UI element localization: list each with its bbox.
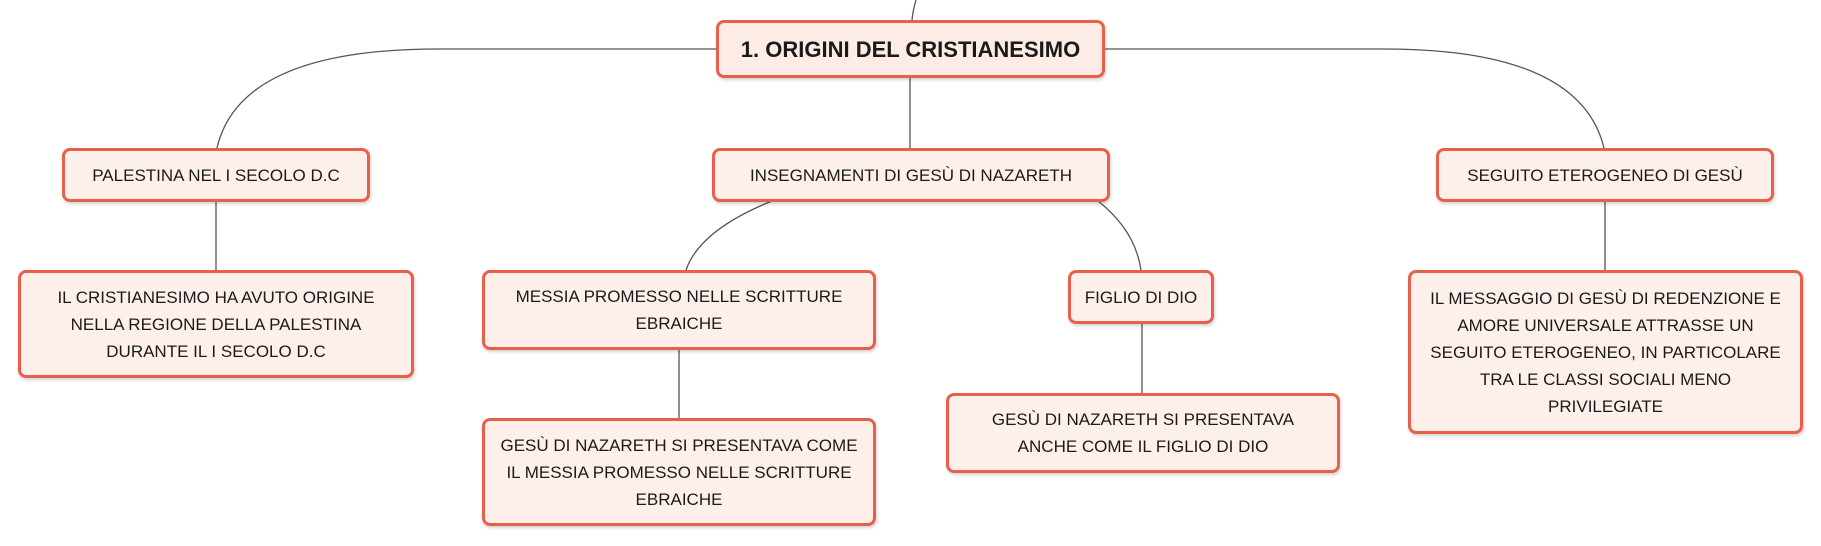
seguito-detail[interactable]: IL MESSAGGIO DI GESÙ DI REDENZIONE E AMO…	[1408, 270, 1803, 434]
branch-seguito[interactable]: SEGUITO ETEROGENEO DI GESÙ	[1436, 148, 1774, 202]
branch-palestina-label: PALESTINA NEL I SECOLO D.C	[92, 165, 340, 185]
seguito-detail-text: IL MESSAGGIO DI GESÙ DI REDENZIONE E AMO…	[1430, 288, 1781, 416]
root-node-label: 1. ORIGINI DEL CRISTIANESIMO	[740, 36, 1081, 62]
connector-incoming-to-root	[911, 0, 917, 21]
messia-detail[interactable]: GESÙ DI NAZARETH SI PRESENTAVA COME IL M…	[482, 418, 876, 526]
connector-insegnamenti-to-figlio	[1097, 200, 1142, 271]
messia-node[interactable]: MESSIA PROMESSO NELLE SCRITTURE EBRAICHE	[482, 270, 876, 350]
connector-root-to-seguito	[1104, 48, 1605, 149]
branch-palestina[interactable]: PALESTINA NEL I SECOLO D.C	[62, 148, 370, 202]
branch-insegnamenti-label: INSEGNAMENTI DI GESÙ DI NAZARETH	[749, 165, 1073, 185]
palestina-detail[interactable]: IL CRISTIANESIMO HA AVUTO ORIGINE NELLA …	[18, 270, 414, 378]
branch-seguito-label: SEGUITO ETEROGENEO DI GESÙ	[1467, 165, 1743, 185]
figlio-node-label: FIGLIO DI DIO	[1084, 287, 1198, 307]
connector-root-to-palestina	[216, 48, 716, 149]
messia-detail-text: GESÙ DI NAZARETH SI PRESENTAVA COME IL M…	[500, 435, 858, 509]
figlio-detail[interactable]: GESÙ DI NAZARETH SI PRESENTAVA ANCHE COM…	[946, 393, 1340, 473]
branch-insegnamenti[interactable]: INSEGNAMENTI DI GESÙ DI NAZARETH	[712, 148, 1110, 202]
connector-insegnamenti-to-messia	[685, 200, 773, 271]
figlio-node[interactable]: FIGLIO DI DIO	[1068, 270, 1214, 324]
messia-node-label: MESSIA PROMESSO NELLE SCRITTURE EBRAICHE	[515, 287, 843, 333]
figlio-detail-text: GESÙ DI NAZARETH SI PRESENTAVA ANCHE COM…	[991, 410, 1295, 456]
root-node[interactable]: 1. ORIGINI DEL CRISTIANESIMO	[716, 20, 1105, 78]
palestina-detail-text: IL CRISTIANESIMO HA AVUTO ORIGINE NELLA …	[57, 287, 375, 361]
